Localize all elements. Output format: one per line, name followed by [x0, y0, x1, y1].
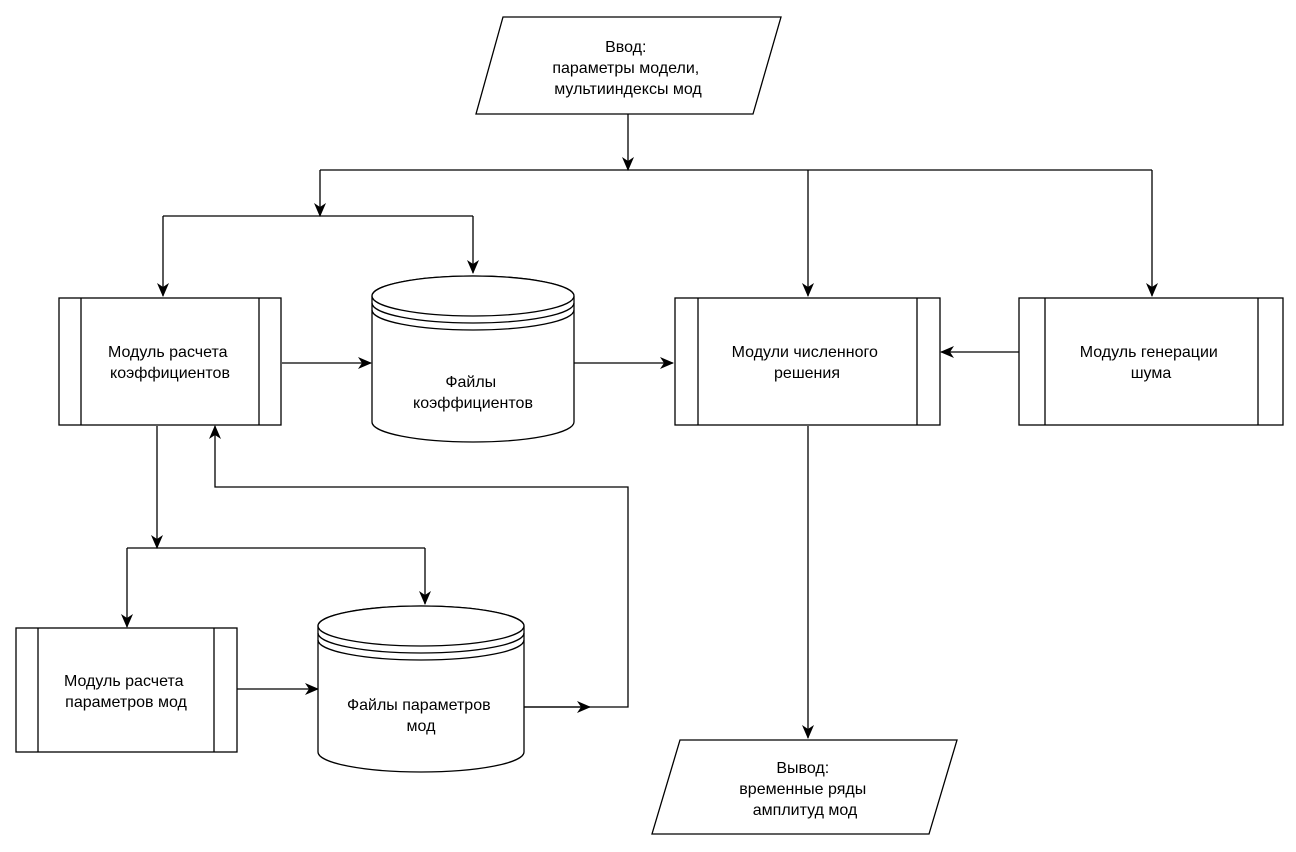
mode-module-node: Модуль расчета параметров мод: [15, 627, 238, 753]
mode-module-shape: [15, 627, 238, 753]
noise-shape: [1018, 297, 1284, 426]
edge-mode-files-feedback: [209, 425, 629, 708]
input-node: Ввод: параметры модели, мультииндексы мо…: [475, 16, 782, 115]
coef-module-shape: [58, 297, 282, 426]
coef-files-label: Файлы коэффициентов: [413, 374, 533, 412]
coef-module-label: Модуль расчета коэффициентов: [108, 344, 232, 382]
solver-shape: [674, 297, 941, 426]
solver-label: Модули численного решения: [732, 344, 883, 382]
mode-module-label: Модуль расчета параметров мод: [64, 673, 188, 711]
output-node: Вывод: временные ряды амплитуд мод: [651, 739, 958, 835]
solver-node: Модули численного решения: [674, 297, 941, 426]
output-label: Вывод: временные ряды амплитуд мод: [739, 760, 870, 819]
mode-files-label: Файлы параметров мод: [347, 697, 495, 735]
mode-files-node: Файлы параметров мод: [317, 605, 525, 773]
noise-node: Модуль генерации шума: [1018, 297, 1284, 426]
input-label: Ввод: параметры модели, мультииндексы мо…: [552, 39, 703, 98]
output-shape: [651, 739, 958, 835]
coef-files-node: Файлы коэффициентов: [371, 275, 575, 443]
connectors: [121, 114, 1158, 739]
coef-module-node: Модуль расчета коэффициентов: [58, 297, 282, 426]
input-shape: [475, 16, 782, 115]
noise-label: Модуль генерации шума: [1080, 344, 1223, 382]
